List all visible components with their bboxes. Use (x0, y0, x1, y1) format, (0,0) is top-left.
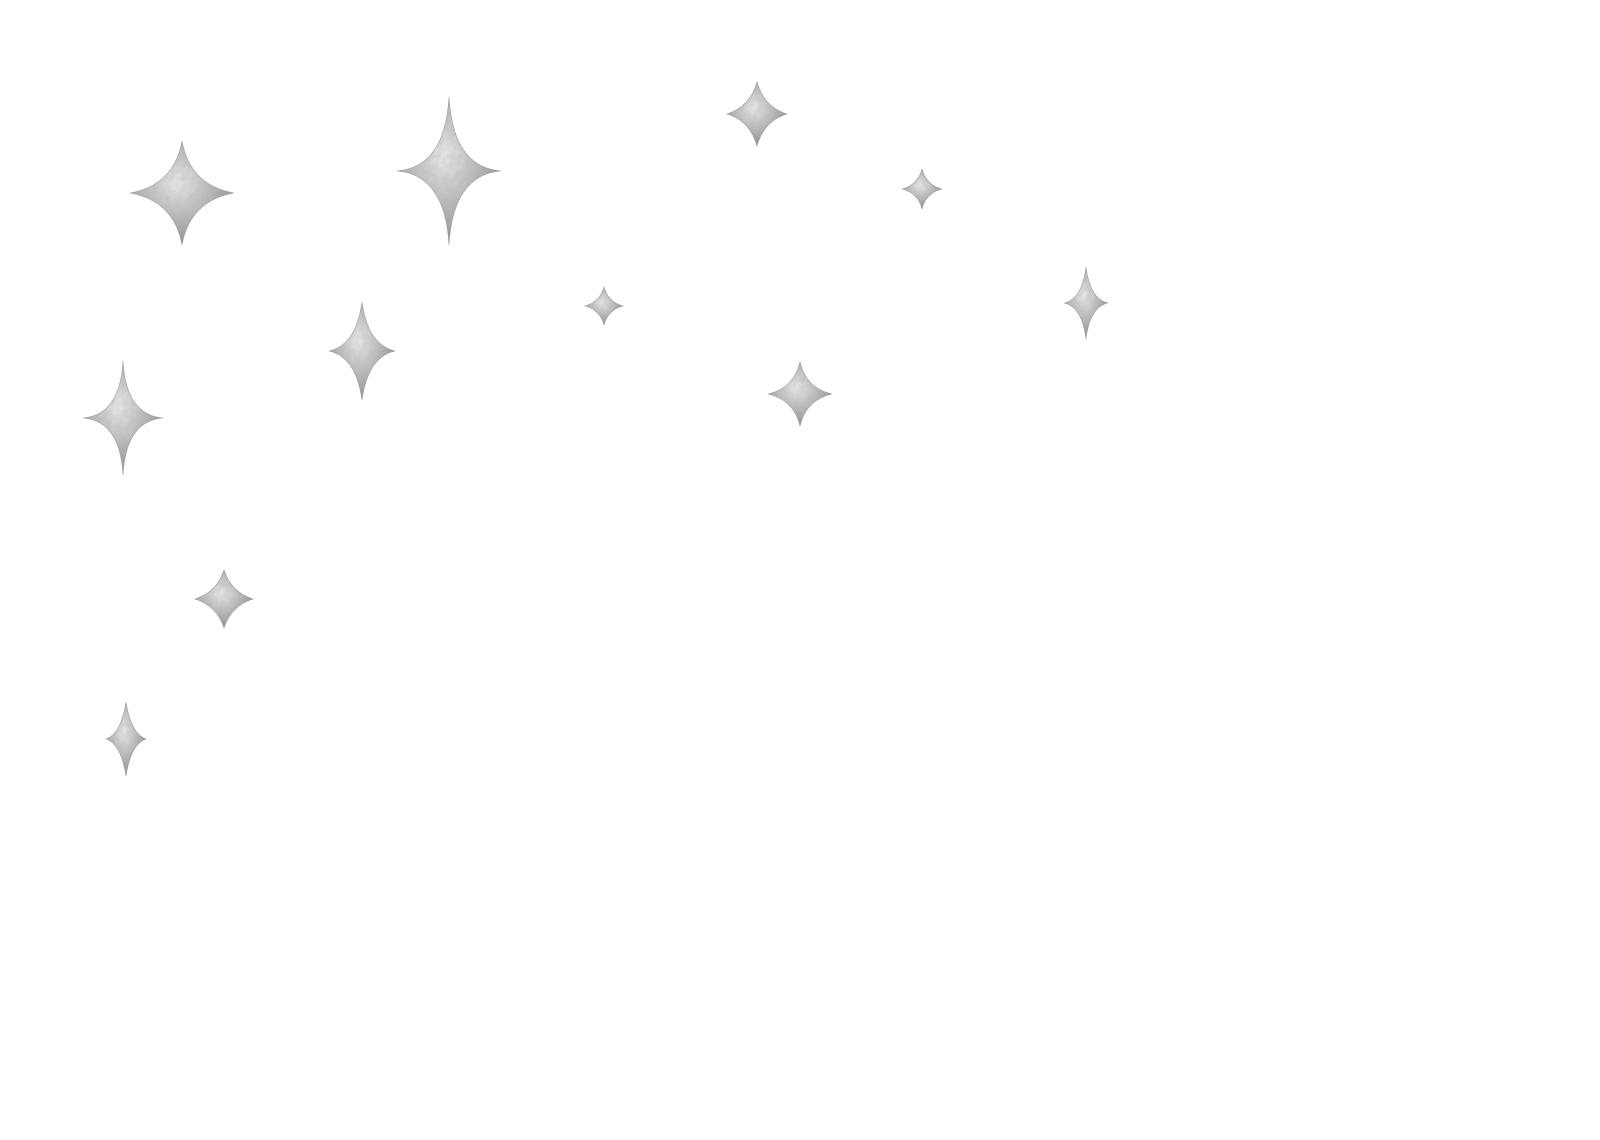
sparkle-icon (129, 140, 235, 246)
sparkle-shape (194, 569, 254, 629)
sparkle-shape (396, 96, 502, 246)
sparkle-shape (129, 140, 235, 246)
sparkle-shape (1063, 266, 1109, 340)
sparkle-icon (725, 80, 789, 148)
sparkle-shape (725, 80, 789, 148)
sparkle-shape (82, 360, 164, 476)
sparkle-icon (901, 168, 943, 210)
sparkle-shape (767, 361, 833, 427)
sparkle-icon (767, 361, 833, 427)
sparkle-icon (1063, 266, 1109, 340)
sparkle-icon (105, 701, 147, 777)
sparkle-shape (105, 701, 147, 777)
sparkle-icon (583, 285, 625, 327)
sparkle-icon (194, 569, 254, 629)
sparkle-icon (328, 301, 396, 401)
sparkle-shape (901, 168, 943, 210)
sparkle-shape (583, 285, 625, 327)
sparkle-icon (396, 96, 502, 246)
sparkle-icon (82, 360, 164, 476)
sparkle-shape (328, 301, 396, 401)
